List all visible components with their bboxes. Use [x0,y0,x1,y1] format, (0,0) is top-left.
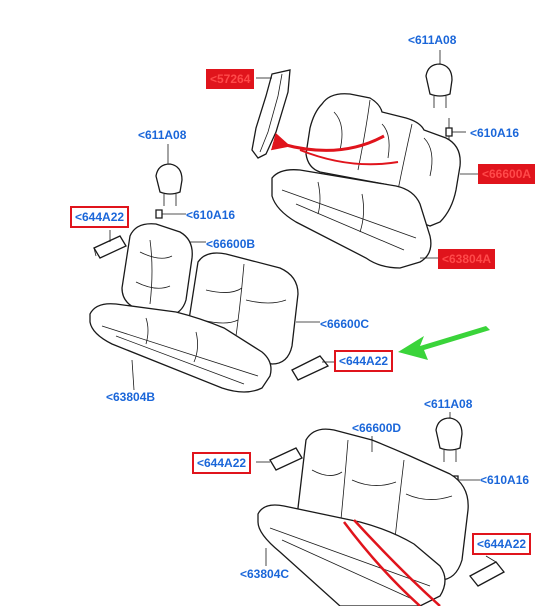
guide-pin-middle [155,209,163,219]
headrest-middle [155,163,183,195]
cushion-63804B [89,303,272,393]
cushion-63804A [271,169,432,269]
label-66600A-highlighted: <66600A [478,164,536,184]
label-644A22-left-boxed: <644A22 [70,206,130,228]
label-66600C: <66600C [320,317,370,331]
label-66600D: <66600D [352,421,402,435]
backrest-66600A [305,93,461,227]
label-610A16-bottom: <610A16 [480,473,530,487]
side-cover-bottom-left [269,447,303,471]
label-644A22-bottom-right-boxed: <644A22 [472,533,532,555]
label-610A16-middle: <610A16 [186,208,236,222]
seat-assembly-bottom [257,417,505,606]
cushion-63804C [257,504,446,606]
label-611A08-bottom: <611A08 [424,397,473,411]
label-644A22-center-boxed: <644A22 [334,350,394,372]
label-610A16-top: <610A16 [470,126,520,140]
label-63804A-highlighted: <63804A [438,249,496,269]
side-cover-left [93,235,127,259]
backrest-66600B [121,223,193,317]
guide-pin-top [445,127,453,137]
label-63804C: <63804C [240,567,290,581]
label-66600B: <66600B [206,237,256,251]
label-611A08-middle: <611A08 [138,128,187,142]
headrest-bottom [435,417,463,451]
red-strap-lines [343,519,441,606]
red-arrow-top [270,132,385,152]
label-611A08-top: <611A08 [408,33,457,47]
side-cover-bottom-right [469,561,505,587]
label-63804B: <63804B [106,390,156,404]
trim-panel-57264 [251,69,291,159]
label-644A22-bottom-left-boxed: <644A22 [192,452,252,474]
seat-assembly-top [251,63,461,269]
side-cover-center [291,355,330,381]
label-57264-highlighted: <57264 [206,69,255,89]
seat-assembly-middle [89,163,330,393]
green-arrow [398,326,490,360]
headrest-top [425,63,453,97]
leader-lines [109,50,497,566]
